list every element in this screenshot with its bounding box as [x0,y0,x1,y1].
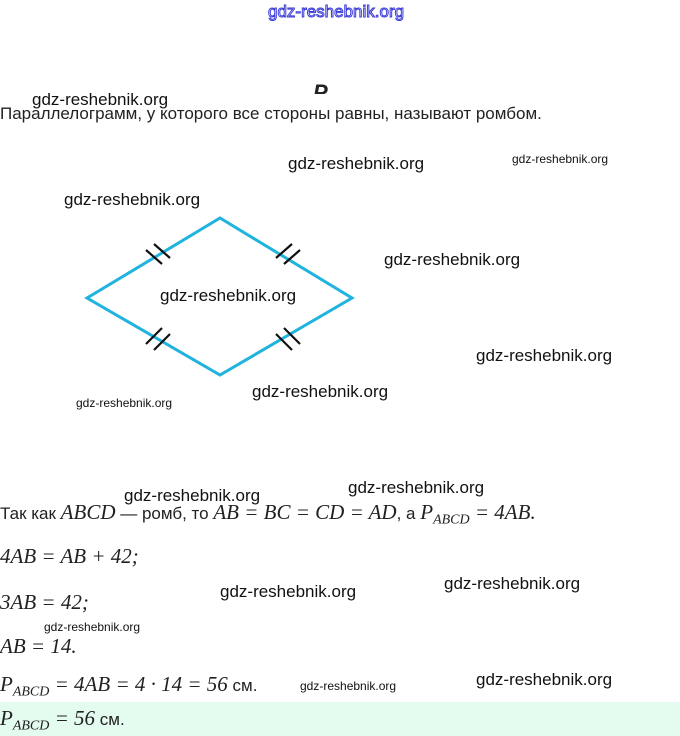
watermark: gdz-reshebnik.org [348,478,485,497]
title-fragment: P [313,80,328,94]
equal-side-marks [145,243,301,351]
watermark: gdz-reshebnik.org [300,679,397,693]
watermark: gdz-reshebnik.org [288,154,425,173]
answer-text: PABCD = 56 см. [0,706,125,734]
answer-box: PABCD = 56 см. [0,702,680,736]
watermark: gdz-reshebnik.org [512,152,609,166]
solution-line-1: Так как ABCD — ромб, то AB = BC = CD = A… [0,500,536,528]
watermark: gdz-reshebnik.org [220,582,357,601]
solution-line-5: PABCD = 4AB = 4 · 14 = 56 см. [0,672,258,700]
rhombus [84,216,355,377]
watermark: gdz-reshebnik.org [124,486,261,505]
watermark: gdz-reshebnik.org [476,346,613,365]
solution-line-4: AB = 14. [0,634,77,658]
watermark: gdz-reshebnik.org [252,382,389,401]
solution-line-3: 3AB = 42; [0,590,89,614]
watermark: gdz-reshebnik.org [444,574,581,593]
watermark: gdz-reshebnik.org [32,90,169,109]
watermark-header: gdz-reshebnik.org [267,2,405,22]
solution-line-2: 4AB = AB + 42; [0,544,139,568]
watermark: gdz-reshebnik.org [44,620,141,634]
watermark: gdz-reshebnik.org [384,250,521,269]
watermark: gdz-reshebnik.org [64,190,201,209]
watermark: gdz-reshebnik.org [160,286,297,305]
definition-text: Параллелограмм, у которого все стороны р… [0,104,542,123]
watermark: gdz-reshebnik.org [476,670,613,689]
watermark: gdz-reshebnik.org [76,396,173,410]
